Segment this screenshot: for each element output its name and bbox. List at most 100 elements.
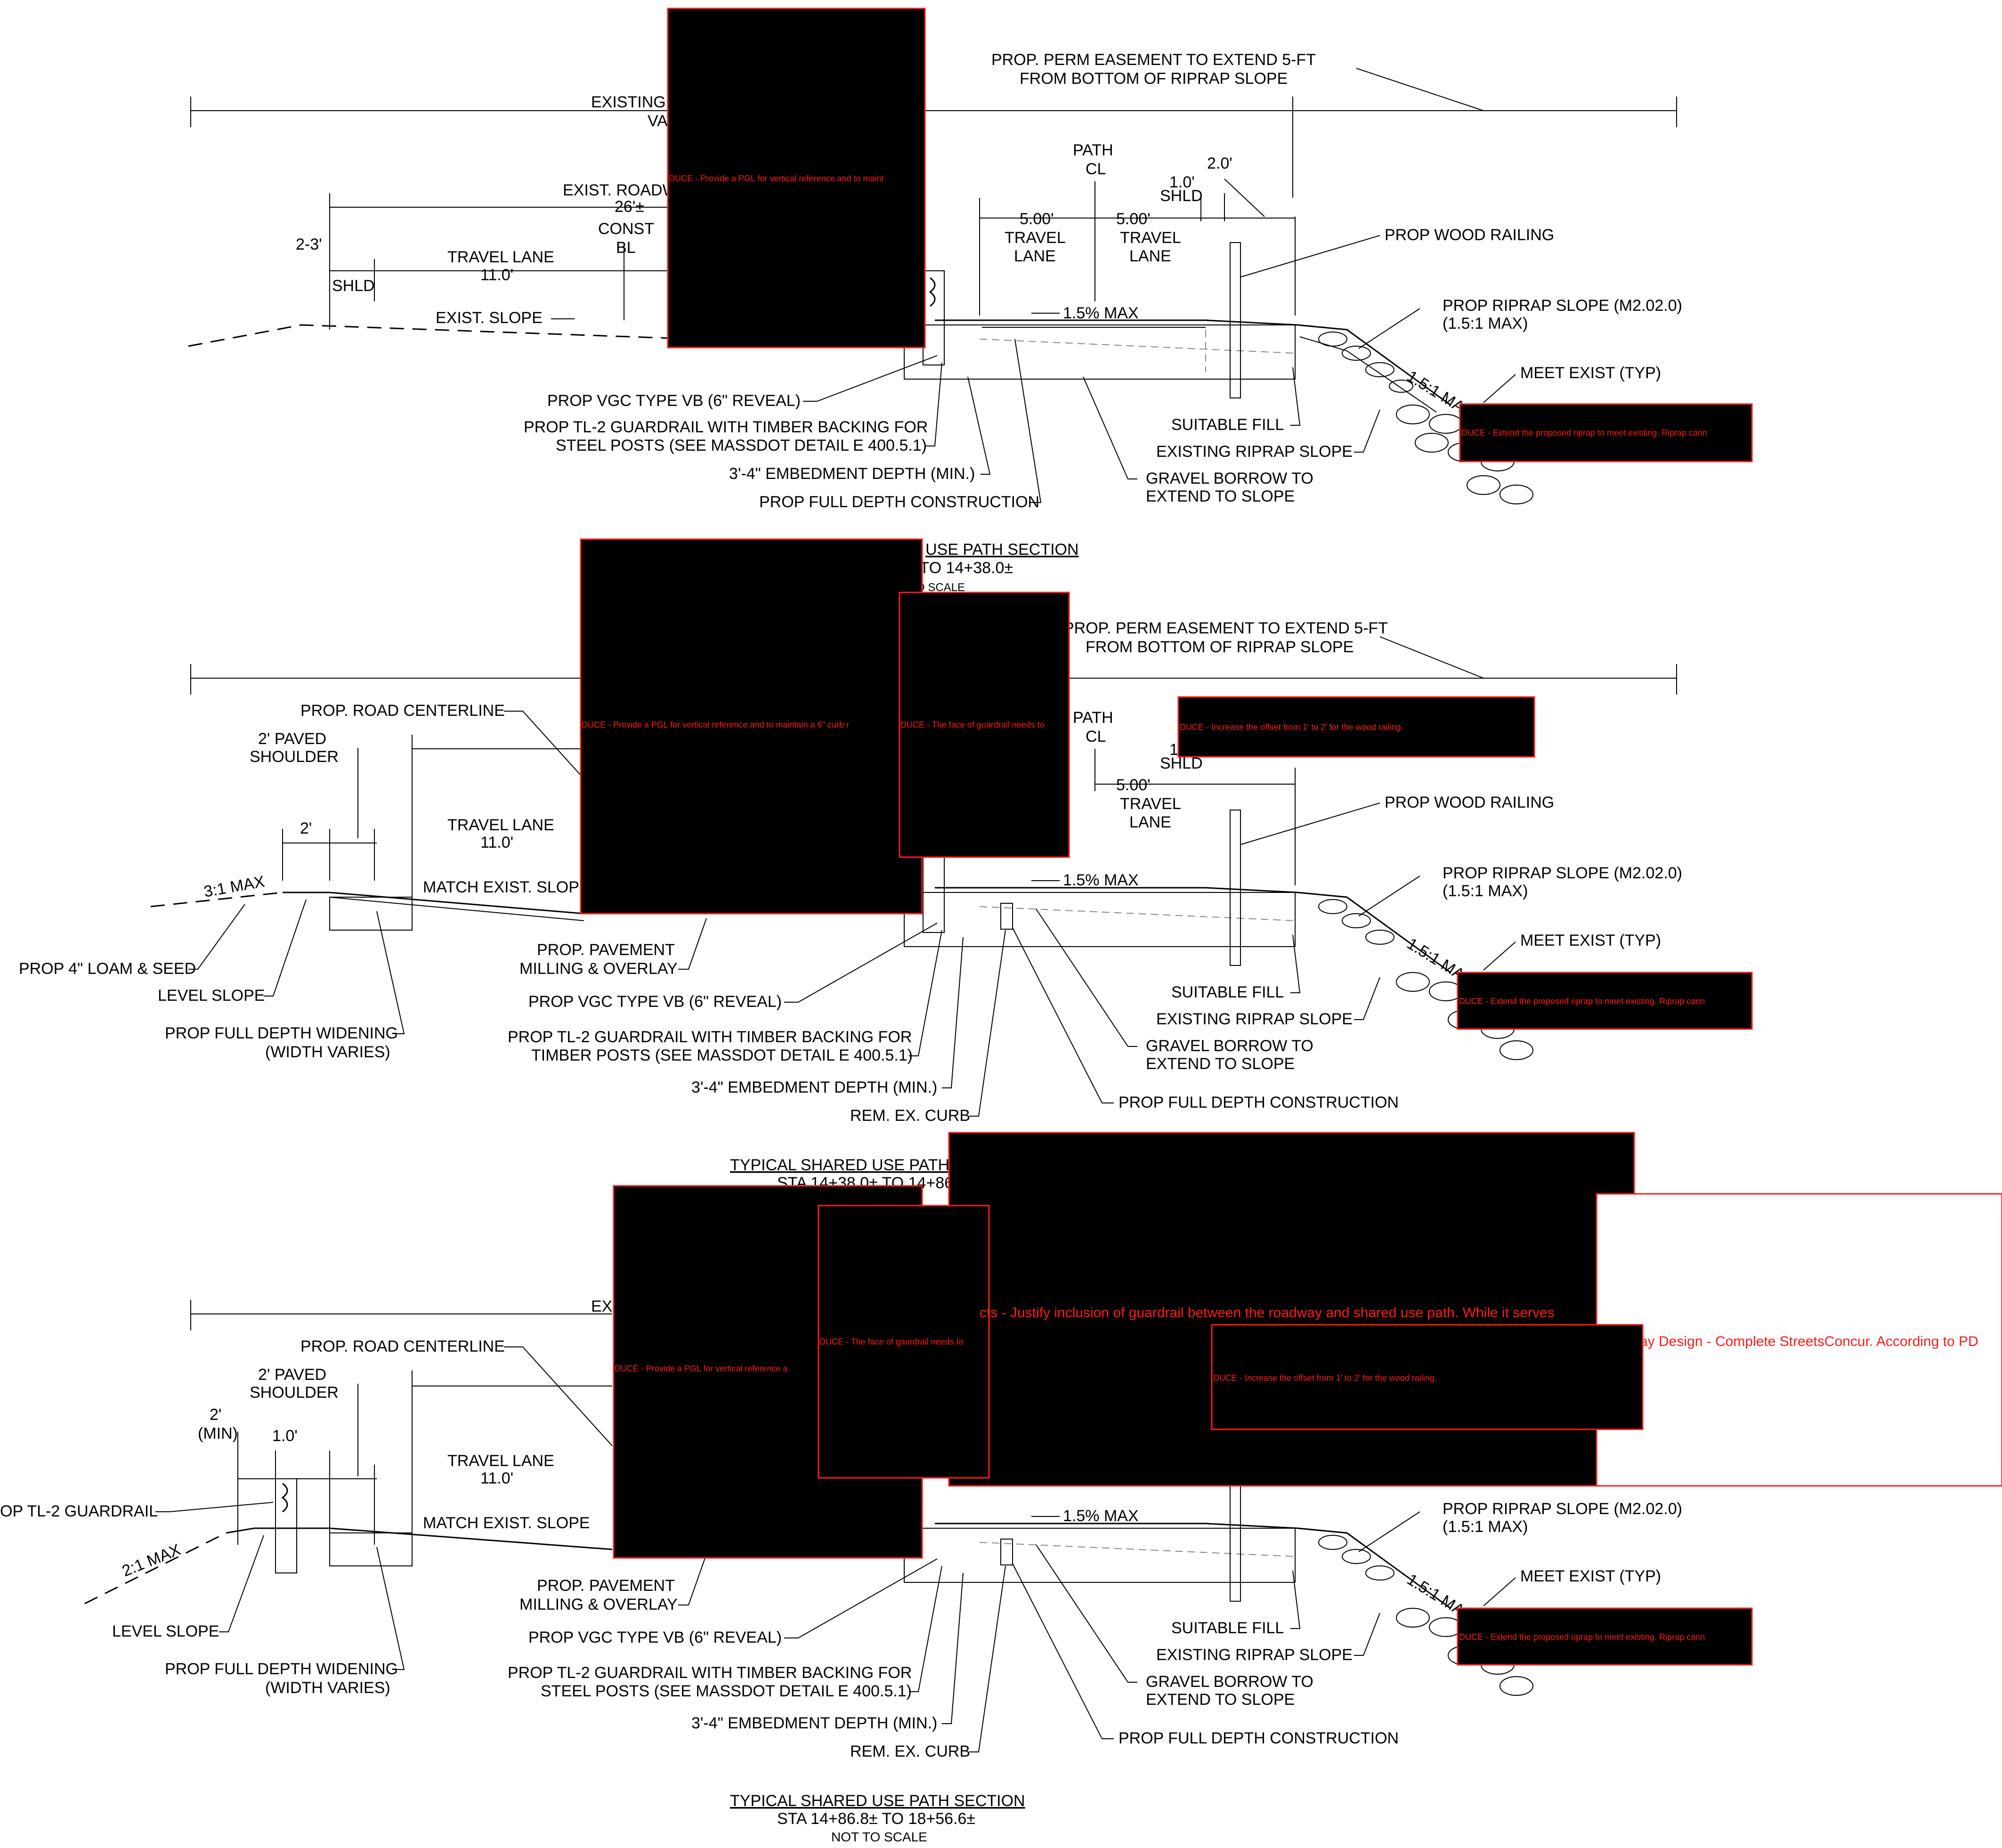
path-cl-2: CL <box>1086 160 1106 178</box>
embedment-label: 3'-4" EMBEDMENT DEPTH (MIN.) <box>729 465 975 483</box>
vgc-label: PROP VGC TYPE VB (6" REVEAL) <box>547 392 801 410</box>
lane-right: LANE <box>1129 247 1171 265</box>
riprap-slope-line2: (1.5:1 MAX) <box>1443 882 1528 900</box>
section-3: EX PROP. ROAD CENTERLINE 2' PAVED SHOULD… <box>0 1132 2002 1844</box>
riprap-slope-line2: (1.5:1 MAX) <box>1443 315 1528 332</box>
vgc-label: PROP VGC TYPE VB (6" REVEAL) <box>528 1629 782 1646</box>
path-cl-2: CL <box>1086 728 1106 746</box>
milling-line1: PROP. PAVEMENT <box>537 941 675 959</box>
review-comment-box[interactable] <box>1596 1193 2002 1487</box>
max-slope: 2:1 MAX <box>120 1540 183 1580</box>
travel-lane-width: 11.0' <box>480 834 513 851</box>
widening-line1: PROP FULL DEPTH WIDENING <box>165 1660 398 1678</box>
meet-exist-label: MEET EXIST (TYP) <box>1520 1567 1661 1585</box>
milling-line2: MILLING & OVERLAY <box>519 960 678 978</box>
rem-curb-label: REM. EX. CURB <box>850 1743 970 1760</box>
paved-shoulder-line1: 2' PAVED <box>258 730 326 748</box>
easement-note-line1: PROP. PERM EASEMENT TO EXTEND 5-FT <box>991 51 1316 69</box>
offset-dim: 2.0' <box>1207 154 1232 172</box>
travel-left: TRAVEL <box>1005 229 1066 247</box>
section-2: PROP. PERM EASEMENT TO EXTEND 5-FT FROM … <box>19 538 1753 1192</box>
easement-note-line2: FROM BOTTOM OF RIPRAP SLOPE <box>1020 70 1288 88</box>
section3-title: TYPICAL SHARED USE PATH SECTION <box>730 1792 1025 1810</box>
travel-lane-width: 11.0' <box>480 1469 513 1487</box>
embedment-label: 3'-4" EMBEDMENT DEPTH (MIN.) <box>691 1078 937 1096</box>
path-cl-1: PATH <box>1073 709 1113 727</box>
milling-line1: PROP. PAVEMENT <box>537 1577 675 1595</box>
cross-slope: 1.5% MAX <box>1063 304 1139 322</box>
review-comment-box[interactable] <box>580 538 923 915</box>
path-cl-1: PATH <box>1073 141 1113 159</box>
section-1: PROP. PERM EASEMENT TO EXTEND 5-FT FROM … <box>188 8 1753 594</box>
travel-lane-label: TRAVEL LANE <box>447 1452 554 1470</box>
exist-roadway-label: EXIST. ROADW <box>563 181 678 199</box>
existing-riprap-label: EXISTING RIPRAP SLOPE <box>1156 1646 1353 1664</box>
shld-label: SHLD <box>332 277 375 295</box>
wood-railing-label: PROP WOOD RAILING <box>1385 794 1554 811</box>
review-comment-box[interactable] <box>1177 696 1535 758</box>
embedment-label: 3'-4" EMBEDMENT DEPTH (MIN.) <box>691 1714 937 1732</box>
review-comment-box[interactable] <box>1457 972 1753 1030</box>
easement-note-line1: PROP. PERM EASEMENT TO EXTEND 5-FT <box>1063 619 1388 637</box>
review-comment-box[interactable] <box>1211 1324 1644 1430</box>
const-bl-1: CONST <box>598 220 654 238</box>
shoulder-dim: 2' <box>300 819 312 837</box>
section1-station: ± TO 14+38.0± <box>907 559 1013 577</box>
comment-offset: DUCE - Increase the offset from 1' to 2'… <box>1180 722 1403 732</box>
existing-riprap-label: EXISTING RIPRAP SLOPE <box>1156 1010 1353 1028</box>
existing-label: EXISTING <box>591 93 666 111</box>
road-centerline-label: PROP. ROAD CENTERLINE <box>300 1337 505 1355</box>
guardrail-line1: PROP TL-2 GUARDRAIL WITH TIMBER BACKING … <box>508 1028 912 1046</box>
shld-width: 1.0' <box>1169 173 1195 191</box>
comment-pgl: DUCE - Provide a PGL for vertical refere… <box>615 1364 788 1373</box>
paved-shoulder-line2: SHOULDER <box>250 748 339 766</box>
guardrail-line2: TIMBER POSTS (SEE MASSDOT DETAIL E 400.5… <box>531 1046 913 1064</box>
cross-slope: 1.5% MAX <box>1063 1507 1139 1525</box>
loam-seed-label: PROP 4" LOAM & SEED <box>19 960 196 978</box>
gravel-line1: GRAVEL BORROW TO <box>1146 1673 1313 1691</box>
lane-width-left: 5.00' <box>1020 210 1054 228</box>
paved-shoulder-line1: 2' PAVED <box>258 1366 326 1384</box>
review-comment-box[interactable] <box>1459 403 1753 462</box>
section3-station: STA 14+86.8± TO 18+56.6± <box>777 1810 975 1828</box>
widening-line2: (WIDTH VARIES) <box>265 1679 390 1697</box>
review-comment-box[interactable] <box>1457 1607 1753 1666</box>
lane-left: LANE <box>1014 247 1056 265</box>
road-centerline-label: PROP. ROAD CENTERLINE <box>300 702 505 720</box>
riprap-slope-line1: PROP RIPRAP SLOPE (M2.02.0) <box>1443 864 1682 882</box>
travel-right: TRAVEL <box>1120 795 1181 813</box>
min-dim-line2: (MIN) <box>198 1425 238 1443</box>
comment-riprap: DUCE - Extend the proposed riprap to mee… <box>1461 428 1707 438</box>
varies-label: VA <box>648 112 668 130</box>
guardrail-line2: STEEL POSTS (SEE MASSDOT DETAIL E 400.5.… <box>556 437 927 454</box>
lane-width-right: 5.00' <box>1116 210 1151 228</box>
riprap-slope-line1: PROP RIPRAP SLOPE (M2.02.0) <box>1443 297 1682 315</box>
guardrail-line1: PROP TL-2 GUARDRAIL WITH TIMBER BACKING … <box>524 418 928 436</box>
shld-label-right: SHLD <box>1160 187 1203 205</box>
review-comment-box[interactable] <box>818 1205 990 1479</box>
suitable-fill-label: SUITABLE FILL <box>1171 1619 1284 1637</box>
guardrail-left-label: OP TL-2 GUARDRAIL <box>0 1502 158 1520</box>
gravel-line1: GRAVEL BORROW TO <box>1146 470 1313 487</box>
review-comment-box[interactable] <box>667 8 926 349</box>
comment-design: ay Design - Complete StreetsConcur. Acco… <box>1640 1334 1978 1349</box>
widening-line2: (WIDTH VARIES) <box>265 1043 390 1061</box>
vgc-label: PROP VGC TYPE VB (6" REVEAL) <box>528 993 782 1011</box>
comment-guardrail: DUCE - The face of guardrail needs to <box>900 720 1045 729</box>
travel-lane-label: TRAVEL LANE <box>447 816 554 834</box>
gravel-line1: GRAVEL BORROW TO <box>1146 1037 1313 1055</box>
gravel-line2: EXTEND TO SLOPE <box>1146 487 1295 505</box>
easement-note-line2: FROM BOTTOM OF RIPRAP SLOPE <box>1086 638 1354 656</box>
travel-right: TRAVEL <box>1120 229 1181 247</box>
full-depth-label: PROP FULL DEPTH CONSTRUCTION <box>1119 1094 1399 1111</box>
comment-riprap: DUCE - Extend the proposed riprap to mee… <box>1459 1632 1705 1642</box>
max-slope: 3:1 MAX <box>203 873 266 901</box>
lane-right: LANE <box>1129 813 1171 831</box>
review-comment-box[interactable] <box>899 592 1070 858</box>
riprap-slope-line1: PROP RIPRAP SLOPE (M2.02.0) <box>1443 1500 1682 1518</box>
comment-guardrail: DUCE - The face of gaurdrail needs to <box>819 1337 964 1346</box>
travel-lane-width: 11.0' <box>480 266 513 284</box>
comment-offset: DUCE - Increase the offset from 1' to 2'… <box>1213 1373 1437 1383</box>
meet-exist-label: MEET EXIST (TYP) <box>1520 364 1661 382</box>
guardrail-line1: PROP TL-2 GUARDRAIL WITH TIMBER BACKING … <box>508 1664 912 1682</box>
